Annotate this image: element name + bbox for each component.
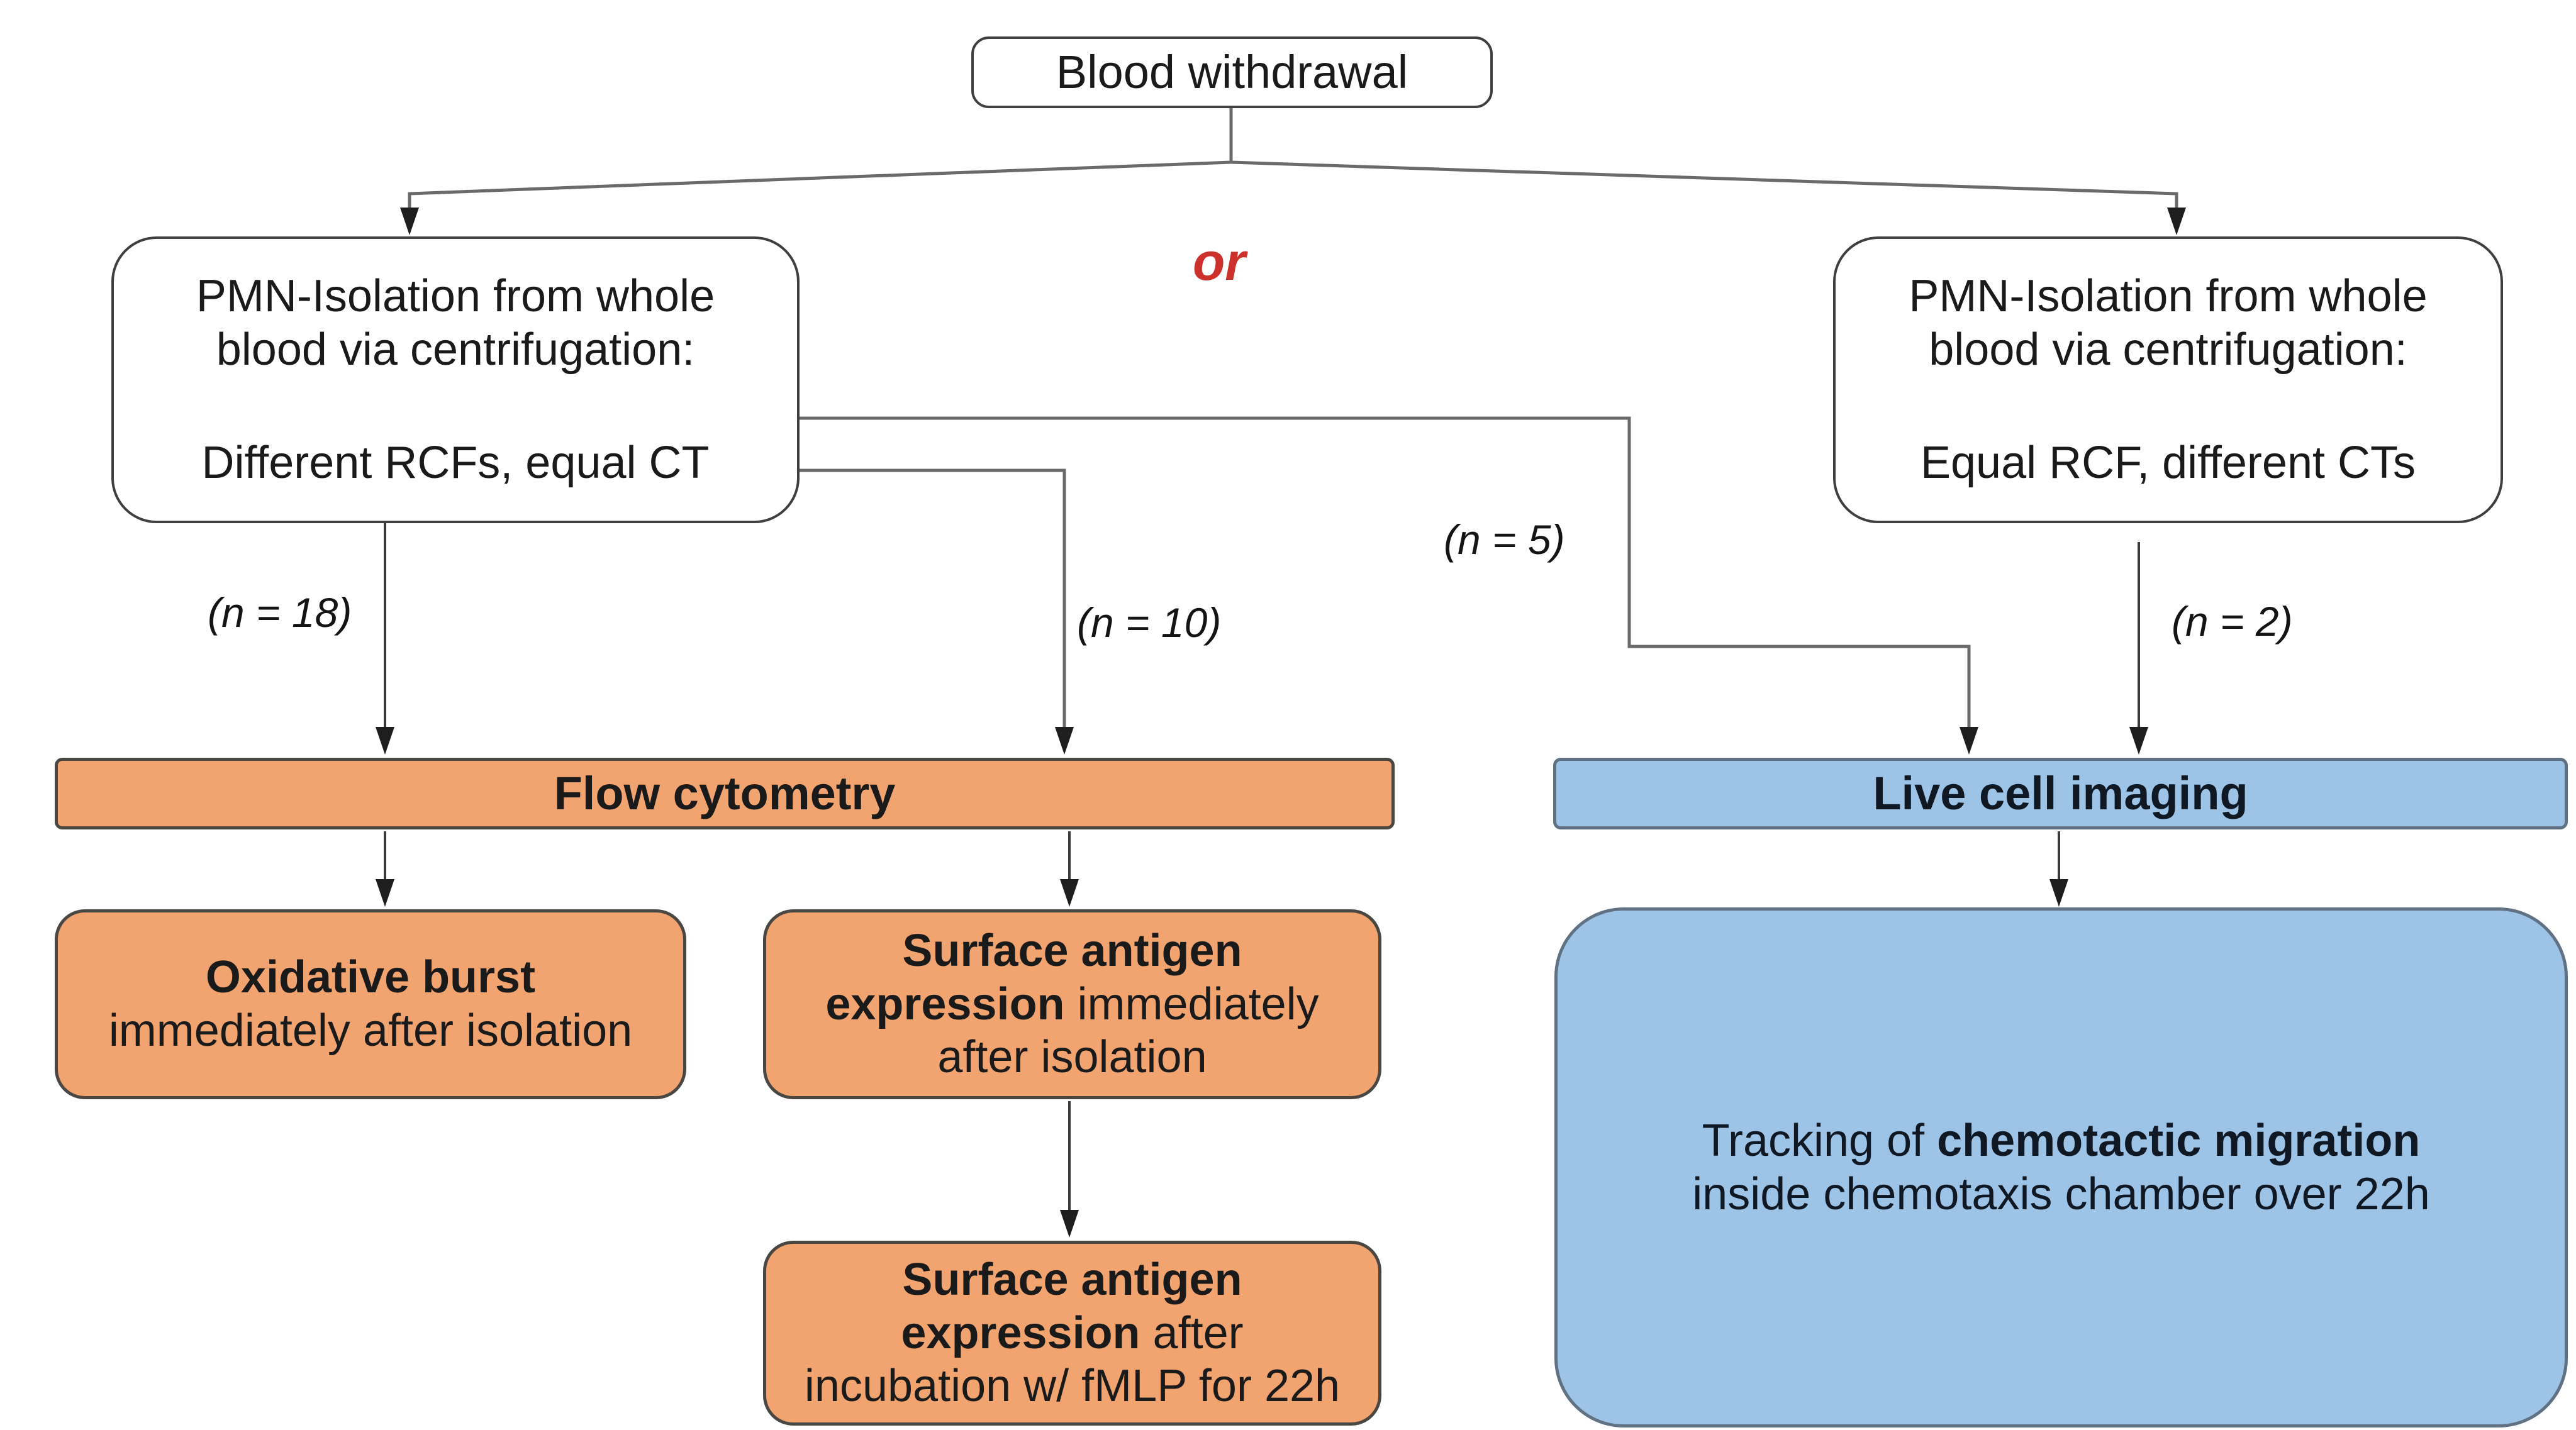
arrowhead-flow-oxidative — [376, 879, 394, 907]
live-cell-imaging-label: Live cell imaging — [1873, 767, 2248, 820]
surface1-line2: expression immediately — [825, 978, 1319, 1031]
oxidative-burst-rest: immediately after isolation — [108, 1006, 633, 1056]
arrowhead-n2 — [2129, 727, 2148, 755]
tracking-line1: Tracking of chemotactic migration — [1702, 1114, 2421, 1168]
surface-antigen-fmlp-box: Surface antigen expression after incubat… — [763, 1241, 1381, 1426]
n5-label: (n = 5) — [1444, 516, 1565, 563]
tracking-line2: inside chemotaxis chamber over 22h — [1692, 1168, 2430, 1219]
connector-n10 — [796, 468, 1066, 727]
connector-n5 — [796, 416, 1971, 727]
blood-withdrawal-label: Blood withdrawal — [1056, 46, 1408, 99]
arrowhead-left-pmn — [400, 208, 419, 235]
surface1-rest2: immediately — [1064, 978, 1319, 1029]
surface2-rest2: after — [1140, 1307, 1244, 1358]
pmn-right-line2: blood via centrifugation: — [1929, 324, 2407, 375]
pmn-left-line1: PMN-Isolation from whole — [196, 270, 715, 321]
blood-withdrawal-box: Blood withdrawal — [971, 36, 1493, 108]
arrowhead-n5 — [1960, 727, 1978, 755]
arrowhead-n18 — [376, 727, 394, 755]
connector-split-right — [1230, 160, 2178, 211]
or-label: or — [1193, 232, 1246, 291]
flow-cytometry-label: Flow cytometry — [554, 767, 896, 820]
arrowhead-flow-surface — [1060, 879, 1079, 907]
surface-antigen-immediate-box: Surface antigen expression immediately a… — [763, 909, 1381, 1099]
n2-label: (n = 2) — [2172, 598, 2293, 645]
surface1-bold1: Surface antigen — [902, 925, 1242, 976]
pmn-right-line1: PMN-Isolation from whole — [1909, 270, 2428, 321]
arrowhead-right-pmn — [2167, 208, 2186, 235]
n10-label: (n = 10) — [1077, 599, 1222, 646]
arrowhead-surface1-surface2 — [1060, 1210, 1079, 1238]
arrowhead-n10 — [1055, 727, 1074, 755]
surface2-line3: incubation w/ fMLP for 22h — [804, 1361, 1341, 1412]
tracking-migration-box: Tracking of chemotactic migration inside… — [1554, 907, 2568, 1427]
surface1-line3: after isolation — [937, 1032, 1207, 1083]
surface2-line1: Surface antigen — [902, 1253, 1242, 1307]
n18-label: (n = 18) — [208, 589, 352, 636]
surface2-line2: expression after — [901, 1307, 1243, 1360]
surface1-bold2: expression — [825, 978, 1065, 1029]
oxidative-burst-title: Oxidative burst — [206, 951, 535, 1004]
oxidative-burst-bold: Oxidative burst — [205, 952, 536, 1003]
surface1-line1: Surface antigen — [902, 924, 1242, 978]
pmn-isolation-left-box: PMN-Isolation from whole blood via centr… — [111, 236, 800, 523]
oxidative-burst-box: Oxidative burst immediately after isolat… — [55, 909, 686, 1099]
connector-split-left — [408, 160, 1232, 211]
live-cell-imaging-bar: Live cell imaging — [1553, 758, 2568, 829]
flow-cytometry-bar: Flow cytometry — [55, 758, 1395, 829]
pmn-left-line3: Different RCFs, equal CT — [201, 438, 710, 489]
tracking-bold: chemotactic migration — [1937, 1115, 2421, 1166]
arrowhead-live-tracking — [2049, 879, 2068, 907]
pmn-left-line2: blood via centrifugation: — [216, 324, 695, 375]
pmn-right-line3: Equal RCF, different CTs — [1920, 438, 2416, 489]
tracking-pre: Tracking of — [1702, 1115, 1938, 1166]
surface2-bold1: Surface antigen — [902, 1254, 1242, 1305]
surface2-bold2: expression — [901, 1307, 1140, 1358]
pmn-isolation-right-box: PMN-Isolation from whole blood via centr… — [1833, 236, 2503, 523]
